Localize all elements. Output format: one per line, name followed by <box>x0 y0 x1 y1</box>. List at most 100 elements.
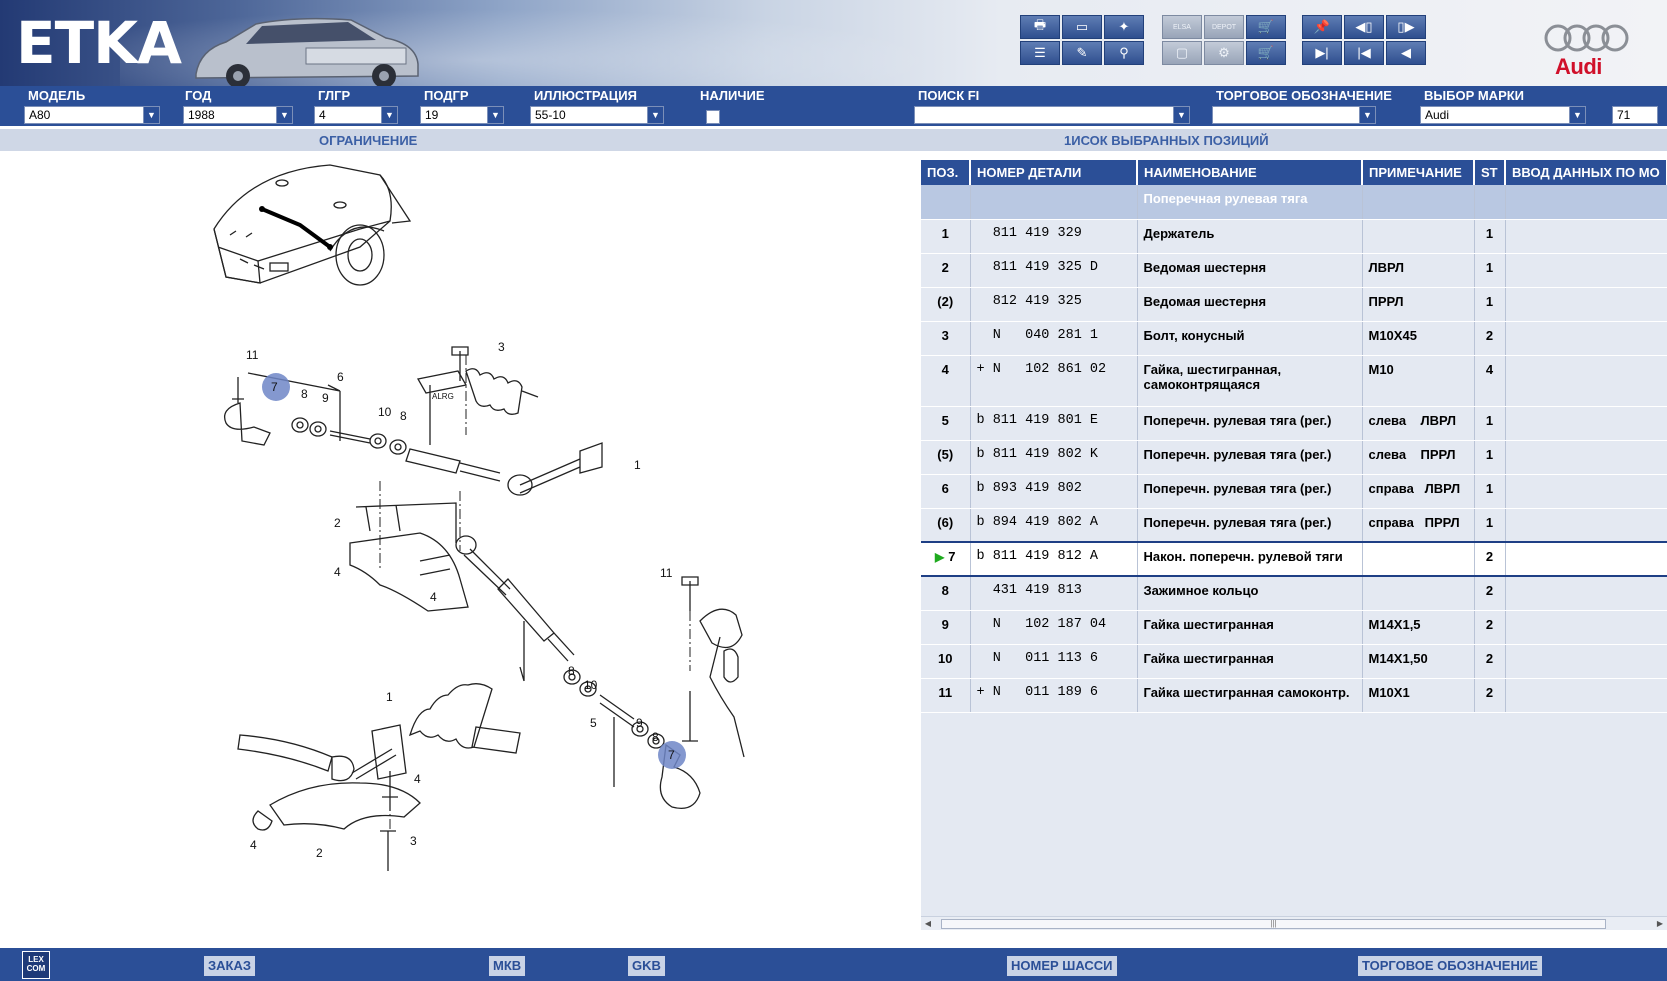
model-select[interactable]: A80▼ <box>24 106 160 124</box>
order-button[interactable]: ЗАКАЗ <box>204 956 255 976</box>
pin-icon[interactable]: 📌 <box>1302 15 1342 39</box>
subgroup-select[interactable]: 19▼ <box>420 106 504 124</box>
callout-label: 1 <box>634 458 641 472</box>
handshake-icon[interactable]: ✦ <box>1104 15 1144 39</box>
cell-pos: 4 <box>921 355 971 407</box>
depot-icon[interactable]: DEPOT <box>1204 15 1244 39</box>
chevron-down-icon[interactable]: ▼ <box>487 107 503 123</box>
selected-list-link[interactable]: 1ИСОК ВЫБРАННЫХ ПОЗИЦИЙ <box>1064 133 1269 148</box>
window-icon[interactable]: ▭ <box>1062 15 1102 39</box>
callout-label: 3 <box>410 834 417 848</box>
gkb-button[interactable]: GKB <box>628 956 665 976</box>
illustration-value: 55-10 <box>535 108 566 122</box>
col-header[interactable]: НОМЕР ДЕТАЛИ <box>970 160 1138 185</box>
mkb-button[interactable]: МКВ <box>489 956 526 976</box>
cell-note: M14X1,5 <box>1362 610 1475 645</box>
year-value: 1988 <box>188 108 215 122</box>
cell-name: Гайка шестигранная <box>1137 644 1363 679</box>
cell-input <box>1505 610 1667 645</box>
cell-input <box>1505 576 1667 611</box>
group-select[interactable]: 4▼ <box>314 106 398 124</box>
col-header[interactable]: ВВОД ДАННЫХ ПО МО <box>1505 160 1667 185</box>
page-back-icon[interactable]: ◀▯ <box>1344 15 1384 39</box>
model-label: МОДЕЛЬ <box>28 88 86 103</box>
pencil-icon[interactable]: ✎ <box>1062 41 1102 65</box>
cell-pos: 6 <box>921 474 971 509</box>
cell-input <box>1505 355 1667 407</box>
restriction-link[interactable]: ОГРАНИЧЕНИЕ <box>319 133 418 148</box>
chevron-down-icon[interactable]: ▼ <box>143 107 159 123</box>
cell-pos: 8 <box>921 576 971 611</box>
cell-pos: 5 <box>921 406 971 441</box>
highlight-7-top <box>262 373 290 401</box>
trade-select[interactable]: ▼ <box>1212 106 1376 124</box>
cell-number: N 102 187 04 <box>970 610 1138 645</box>
trade-designation-button[interactable]: ТОРГОВОЕ ОБОЗНАЧЕНИЕ <box>1358 956 1542 976</box>
scroll-left-icon[interactable]: ◀ <box>924 919 932 928</box>
cell-number: + N 102 861 02 <box>970 355 1138 407</box>
callout-label: 9 <box>636 716 643 730</box>
sub-bar: ОГРАНИЧЕНИЕ 1ИСОК ВЫБРАННЫХ ПОЗИЦИЙ <box>0 129 1667 151</box>
cell-note: M10X45 <box>1362 321 1475 356</box>
skip-start-icon[interactable]: |◀ <box>1344 41 1384 65</box>
callout-label: 7 <box>271 380 278 394</box>
chevron-down-icon[interactable]: ▼ <box>1569 107 1585 123</box>
cell-name: Гайка шестигранная самоконтр. <box>1137 678 1363 713</box>
chevron-down-icon[interactable]: ▼ <box>647 107 663 123</box>
col-header[interactable]: НАИМЕНОВАНИЕ <box>1137 160 1363 185</box>
col-header[interactable]: ПОЗ. <box>921 160 971 185</box>
printer-icon[interactable]: 🖶 <box>1020 15 1060 39</box>
exploded-diagram: 11 7 8 9 6 10 8 3 1 2 4 4 11 8 10 9 5 8 … <box>213 164 745 871</box>
scroll-right-icon[interactable]: ▶ <box>1656 919 1664 928</box>
chevron-down-icon[interactable]: ▼ <box>1359 107 1375 123</box>
brand-select[interactable]: Audi▼ <box>1420 106 1586 124</box>
callout-label: 8 <box>301 387 308 401</box>
cell-number: b 811 419 802 K <box>970 440 1138 475</box>
scroll-thumb[interactable]: ||| <box>941 919 1606 929</box>
page-forward-icon[interactable]: ▯▶ <box>1386 15 1426 39</box>
cell-input <box>1505 287 1667 322</box>
elsa-icon[interactable]: ELSA <box>1162 15 1202 39</box>
cell-number: N 011 113 6 <box>970 644 1138 679</box>
year-select[interactable]: 1988 ▼ <box>183 106 293 124</box>
illustration-select[interactable]: 55-10 ▼ <box>530 106 664 124</box>
chevron-down-icon[interactable]: ▼ <box>1173 107 1189 123</box>
col-header[interactable]: ПРИМЕЧАНИЕ <box>1362 160 1475 185</box>
catalog-number-field[interactable]: 71 <box>1612 106 1658 124</box>
availability-checkbox[interactable] <box>706 110 720 124</box>
list-icon[interactable]: ☰ <box>1020 41 1060 65</box>
search-fi-select[interactable]: ▼ <box>914 106 1190 124</box>
cell-input <box>1505 474 1667 509</box>
service-icon[interactable]: ⚙ <box>1204 41 1244 65</box>
etka-logo: ETKA <box>16 9 182 77</box>
monitor-icon[interactable]: ▢ <box>1162 41 1202 65</box>
chassis-number-button[interactable]: НОМЕР ШАССИ <box>1007 956 1117 976</box>
cell-number: 811 419 325 D <box>970 253 1138 288</box>
skip-end-icon[interactable]: ▶| <box>1302 41 1342 65</box>
bike-icon[interactable]: ⚲ <box>1104 41 1144 65</box>
cell-note: M10 <box>1362 355 1475 407</box>
horizontal-scrollbar[interactable]: ◀ ||| ▶ <box>921 916 1667 930</box>
back-icon[interactable]: ◀ <box>1386 41 1426 65</box>
chevron-down-icon[interactable]: ▼ <box>276 107 292 123</box>
chevron-down-icon[interactable]: ▼ <box>381 107 397 123</box>
col-header[interactable]: ST <box>1474 160 1506 185</box>
cart-add-icon[interactable]: 🛒 <box>1246 41 1286 65</box>
cart-icon[interactable]: 🛒 <box>1246 15 1286 39</box>
